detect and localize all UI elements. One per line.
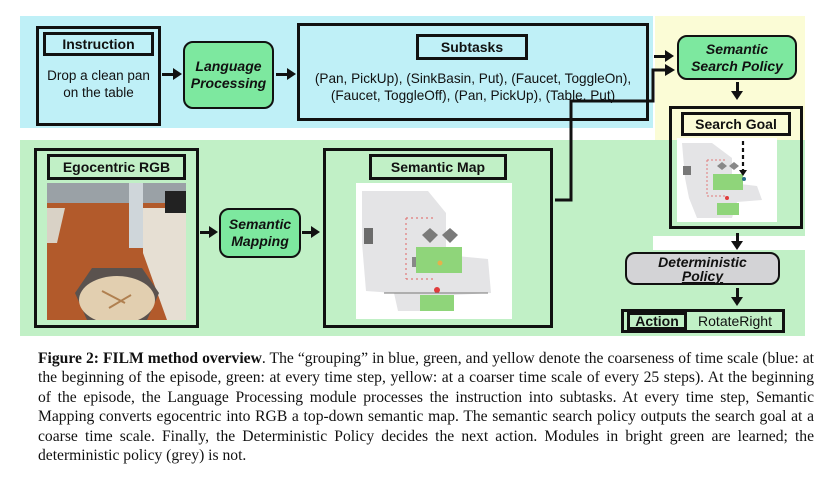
figure-caption: Figure 2: FILM method overview. The “gro… (38, 349, 814, 465)
subtasks-text: (Pan, PickUp), (SinkBasin, Put), (Faucet… (300, 70, 646, 104)
subtasks-line1: (Pan, PickUp), (SinkBasin, Put), (Faucet… (314, 71, 632, 86)
panel-gap (653, 236, 805, 250)
connector-map-to-search-policy (555, 64, 675, 202)
semantic-mapping-module: Semantic Mapping (219, 208, 301, 258)
egocentric-rgb-box: Egocentric RGB (34, 148, 199, 328)
action-label: Action (627, 312, 687, 330)
semantic-search-policy-module: Semantic Search Policy (677, 35, 797, 80)
language-processing-line1: Language (195, 58, 262, 74)
deterministic-policy-line2: Policy (681, 267, 724, 284)
language-processing-line2: Processing (190, 75, 267, 91)
caption-text: . The “grouping” in blue, green, and yel… (38, 350, 814, 465)
instruction-text: Drop a clean pan on the table (39, 67, 158, 101)
subtasks-box: Subtasks (Pan, PickUp), (SinkBasin, Put)… (297, 23, 649, 121)
semantic-search-policy-line2: Search Policy (691, 57, 783, 74)
action-value: RotateRight (698, 313, 772, 329)
semantic-search-policy-line1: Semantic (705, 40, 769, 57)
instruction-text-line2: on the table (63, 85, 134, 100)
instruction-text-line1: Drop a clean pan (47, 68, 150, 83)
semantic-map-label: Semantic Map (369, 154, 507, 180)
action-box: Action RotateRight (621, 309, 785, 333)
deterministic-policy-module: Deterministic Policy (625, 252, 780, 285)
subtasks-line2: (Faucet, ToggleOff), (Pan, PickUp), (Tab… (330, 88, 616, 103)
semantic-mapping-line2: Mapping (231, 233, 289, 249)
egocentric-rgb-image (47, 183, 186, 320)
instruction-box: Instruction Drop a clean pan on the tabl… (36, 26, 161, 126)
egocentric-rgb-label: Egocentric RGB (47, 154, 186, 180)
search-goal-map-image (677, 138, 777, 222)
search-goal-box: Search Goal (669, 106, 803, 229)
semantic-map-box: Semantic Map (323, 148, 553, 328)
deterministic-policy-line1: Deterministic (658, 253, 747, 270)
semantic-map-image (356, 183, 512, 319)
subtasks-label: Subtasks (416, 34, 528, 60)
language-processing-module: Language Processing (183, 41, 274, 109)
figure-label: Figure 2: FILM method overview (38, 350, 262, 367)
instruction-label: Instruction (43, 32, 154, 56)
semantic-mapping-line1: Semantic (228, 216, 292, 232)
search-goal-label: Search Goal (681, 112, 791, 136)
